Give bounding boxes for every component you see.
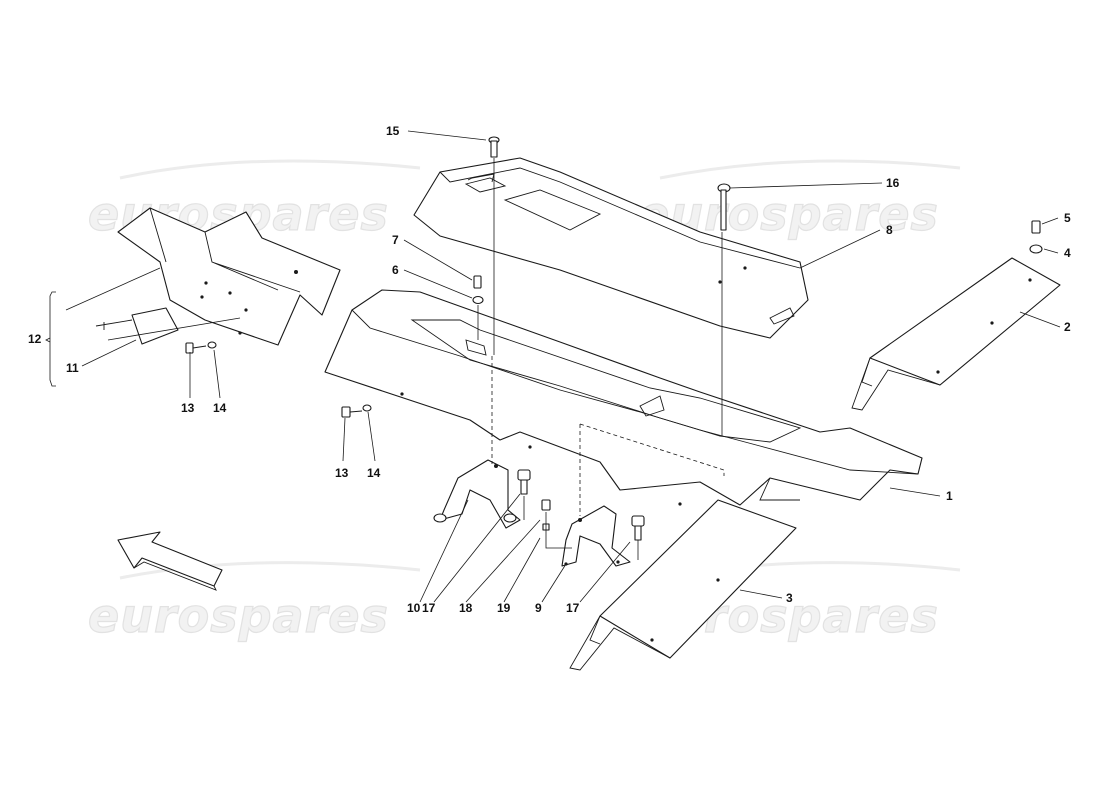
callout-2: 2 [1064,320,1071,334]
callout-7: 7 [392,233,399,247]
bolt-18 [541,499,551,511]
callout-14-upper: 14 [213,401,227,415]
callout-10: 10 [407,601,421,615]
callout-1: 1 [946,489,953,503]
callout-13-lower: 13 [335,466,349,480]
central-tunnel-1 [324,289,923,506]
front-direction-arrow-icon [117,531,223,591]
bolt-17-right [631,515,645,541]
left-tunnel-bracket [117,207,341,346]
assembly-lines [107,158,725,560]
callout-17-left: 17 [422,601,436,615]
leader-lines [45,130,1061,603]
screw-13-lower [341,406,363,418]
console-cover-8 [413,157,809,339]
screw-5 [1031,220,1041,234]
callout-12: 12 [28,332,42,346]
callout-6: 6 [392,263,399,277]
bolt-16 [717,183,731,231]
callout-5: 5 [1064,211,1071,225]
callout-14-lower: 14 [367,466,381,480]
callout-labels: 15 16 5 4 8 2 7 6 1 3 12 11 13 14 13 14 … [28,124,1071,615]
washer-6 [472,295,484,305]
bolt-15 [488,136,500,158]
washer-14-lower [362,404,372,412]
side-panel-3 [569,499,797,671]
callout-15: 15 [386,124,400,138]
support-bracket-9 [561,505,631,567]
support-bracket-10 [433,459,521,529]
screw-13-upper [185,341,217,354]
watermark-bottom-left: eurospares [88,589,389,643]
callout-8: 8 [886,223,893,237]
bolt-17-left [517,469,531,495]
watermark-top-right: eurospares [638,187,939,241]
watermark-top-left: eurospares [88,187,389,241]
callout-17-right: 17 [566,601,580,615]
washer-4 [1029,244,1043,254]
callout-16: 16 [886,176,900,190]
callout-19: 19 [497,601,511,615]
cover-plate-11 [95,307,179,345]
callout-11: 11 [66,361,79,375]
side-panel-2 [851,257,1061,411]
callout-3: 3 [786,591,793,605]
callout-13-upper: 13 [181,401,195,415]
callout-4: 4 [1064,246,1071,260]
callout-9: 9 [535,601,542,615]
callout-18: 18 [459,601,473,615]
screw-7 [473,275,482,289]
